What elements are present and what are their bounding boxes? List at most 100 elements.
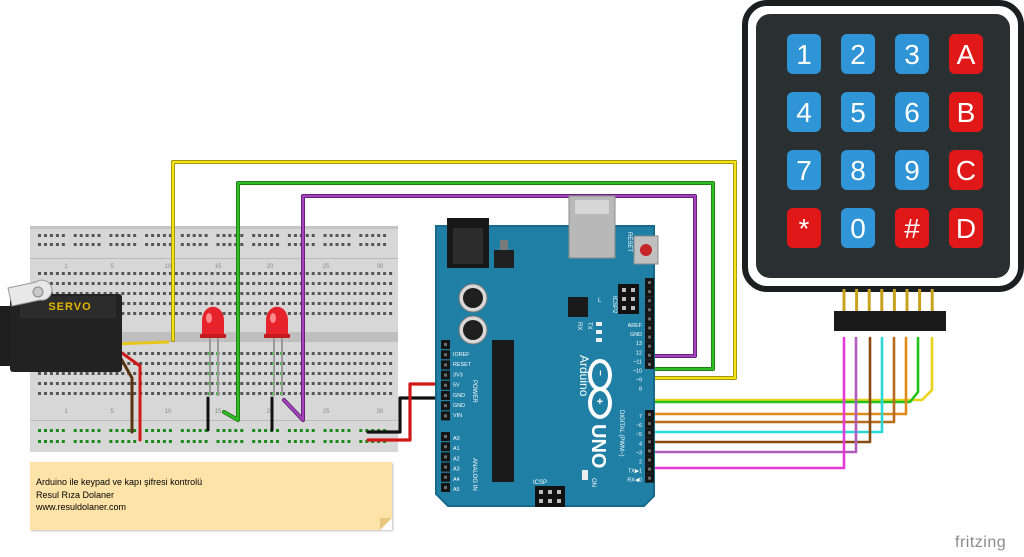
column-number-bottom: 10: [165, 409, 172, 415]
keypad-key-d[interactable]: D: [949, 208, 983, 248]
pin-label: RESET: [453, 362, 472, 368]
note-author: Resul Rıza Dolaner: [36, 490, 115, 500]
keypad-key-label: *: [799, 213, 810, 244]
wire-yellow-core: [171, 160, 737, 380]
pin-label: GND: [630, 332, 642, 338]
note-fold: [380, 518, 392, 530]
pin-label: A0: [453, 436, 460, 442]
keypad-key-label: C: [956, 155, 976, 186]
pin-label: VIN: [453, 413, 462, 419]
keypad-key-label: 0: [850, 213, 866, 244]
keypad-key-label: 5: [850, 97, 866, 128]
pin-label: 5V: [453, 383, 460, 389]
keypad-connector: [834, 311, 946, 331]
note-website: www.resuldolaner.com: [36, 502, 127, 512]
digital-header-top: [645, 278, 654, 369]
svg-text:+: +: [593, 398, 605, 404]
servo-label: SERVO: [48, 301, 91, 313]
keypad-key-c[interactable]: C: [949, 150, 983, 190]
pin-label: ~9: [636, 378, 642, 384]
keypad-key-8[interactable]: 8: [841, 150, 875, 190]
pin-label: AREF: [628, 323, 643, 329]
wire-green-core: [222, 181, 715, 422]
svg-text:RESET: RESET: [626, 232, 632, 252]
pin-label: 12: [636, 350, 642, 356]
icsp2-header: [618, 284, 639, 314]
arduino-uno: RESET ICSP2 L TX RX − + Arduino UNO IORE…: [435, 195, 659, 507]
info-note: Arduino ile keypad ve kapı şifresi kontr…: [30, 462, 392, 530]
keypad-key-label: 7: [796, 155, 812, 186]
svg-text:TX: TX: [586, 322, 592, 330]
svg-text:DIGITAL (PWM~): DIGITAL (PWM~): [618, 410, 624, 457]
pin-label: 2: [639, 460, 642, 466]
pin-label: RX◀0: [627, 478, 642, 484]
pin-label: ~3: [636, 450, 642, 456]
keypad-key-hash[interactable]: #: [895, 208, 929, 248]
svg-text:ON: ON: [590, 478, 596, 487]
keypad-key-a[interactable]: A: [949, 34, 983, 74]
servo-motor: SERVO: [0, 279, 122, 372]
note-title: Arduino ile keypad ve kapı şifresi kontr…: [36, 477, 203, 487]
pin-label: ~5: [636, 432, 642, 438]
pin-label: A5: [453, 487, 460, 493]
svg-text:ANALOG IN: ANALOG IN: [471, 458, 477, 491]
column-number-bottom: 20: [267, 409, 274, 415]
keypad-key-7[interactable]: 7: [787, 150, 821, 190]
pin-label: IOREF: [453, 352, 470, 358]
keypad-key-label: 2: [850, 39, 866, 70]
svg-text:−: −: [594, 370, 605, 376]
keypad-key-6[interactable]: 6: [895, 92, 929, 132]
icsp-header: [535, 486, 565, 507]
svg-text:ICSP2: ICSP2: [611, 296, 617, 314]
column-number-top: 10: [165, 264, 172, 270]
keypad-key-label: #: [904, 213, 920, 244]
keypad-key-star[interactable]: *: [787, 208, 821, 248]
fritzing-brand: fritzing: [955, 534, 1007, 551]
pin-label: A4: [453, 477, 460, 483]
svg-text:RX: RX: [576, 322, 582, 330]
keypad-key-0[interactable]: 0: [841, 208, 875, 248]
column-number-bottom: 5: [110, 409, 114, 415]
keypad-key-3[interactable]: 3: [895, 34, 929, 74]
column-number-top: 1: [64, 264, 68, 270]
column-number-bottom: 15: [215, 409, 222, 415]
keypad-key-label: 6: [904, 97, 920, 128]
pin-label: 8: [639, 387, 642, 393]
keypad-key-9[interactable]: 9: [895, 150, 929, 190]
pin-label: TX▶1: [628, 469, 642, 475]
pin-label: 13: [636, 341, 642, 347]
wire-purple-core: [282, 194, 697, 422]
column-number-top: 30: [377, 264, 384, 270]
keypad-key-label: 1: [796, 39, 812, 70]
column-number-top: 15: [215, 264, 222, 270]
pin-label: A1: [453, 446, 460, 452]
pin-label: 3V3: [453, 372, 463, 378]
wires: [113, 160, 934, 470]
keypad-key-5[interactable]: 5: [841, 92, 875, 132]
keypad-key-label: 8: [850, 155, 866, 186]
keypad-key-1[interactable]: 1: [787, 34, 821, 74]
column-number-top: 25: [323, 264, 330, 270]
arduino-model-text: UNO: [587, 424, 609, 468]
breadboard-holes: [38, 234, 393, 443]
led-2: [264, 306, 290, 396]
keypad-key-2[interactable]: 2: [841, 34, 875, 74]
svg-text:POWER: POWER: [471, 380, 477, 403]
svg-text:L: L: [598, 298, 602, 304]
analog-header: [441, 432, 450, 492]
keypad-key-b[interactable]: B: [949, 92, 983, 132]
keypad-key-4[interactable]: 4: [787, 92, 821, 132]
keypad-key-label: 4: [796, 97, 812, 128]
pin-label: ~11: [633, 359, 642, 365]
pin-label: ~6: [636, 423, 642, 429]
arduino-brand-text: Arduino: [577, 355, 591, 397]
pin-label: ~10: [633, 369, 642, 375]
column-number-bottom: 25: [323, 409, 330, 415]
arduino-logo: − +: [588, 359, 612, 419]
